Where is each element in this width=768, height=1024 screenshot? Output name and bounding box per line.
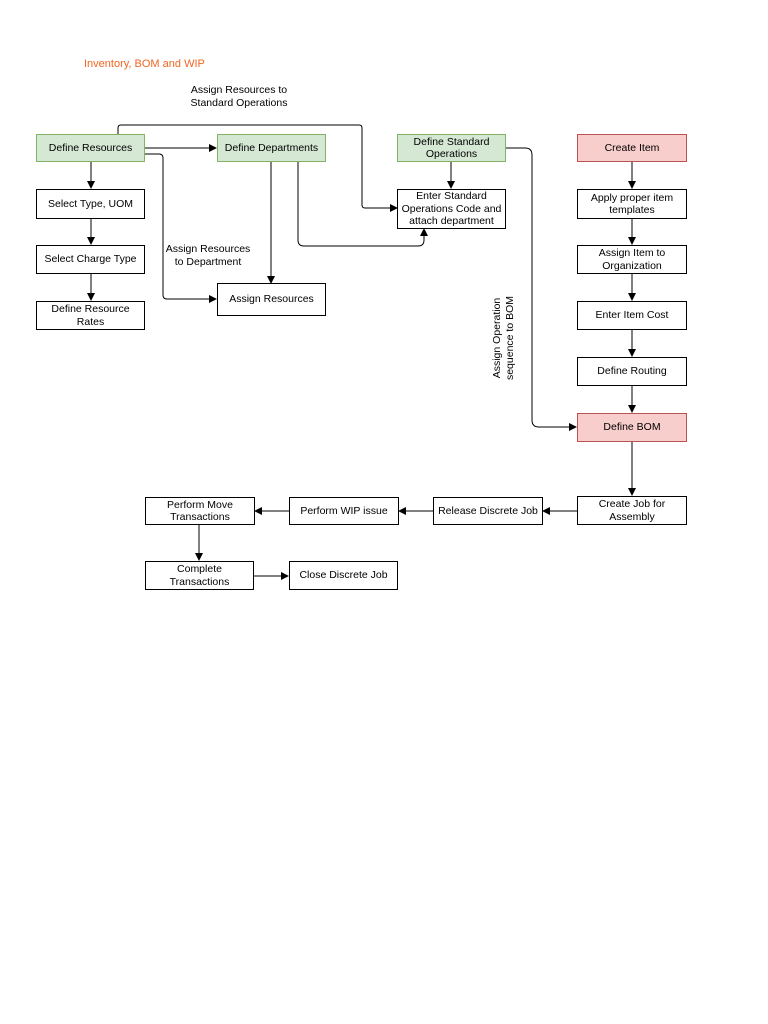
page-title: Inventory, BOM and WIP [84,58,205,70]
node-perform-move[interactable]: Perform Move Transactions [145,497,255,525]
node-select-type-uom[interactable]: Select Type, UOM [36,189,145,219]
node-create-job[interactable]: Create Job for Assembly [577,496,687,525]
node-enter-item-cost[interactable]: Enter Item Cost [577,301,687,330]
node-define-routing[interactable]: Define Routing [577,357,687,386]
node-assign-resources[interactable]: Assign Resources [217,283,326,316]
edge-label-assign-std-ops: Assign Resources to Standard Operations [190,84,288,109]
node-define-resource-rates[interactable]: Define Resource Rates [36,301,145,330]
edge-std-ops-bom [506,147,577,431]
node-select-charge-type[interactable]: Select Charge Type [36,245,145,274]
node-define-departments[interactable]: Define Departments [217,134,326,162]
node-assign-item-org[interactable]: Assign Item to Organization [577,245,687,274]
node-complete-transactions[interactable]: Complete Transactions [145,561,254,590]
node-release-discrete-job[interactable]: Release Discrete Job [433,497,543,525]
edge-departments-enter-std-ops [297,162,428,247]
node-perform-wip-issue[interactable]: Perform WIP issue [289,497,399,525]
node-define-bom[interactable]: Define BOM [577,413,687,442]
edge-resources-enter-std-ops [117,124,398,212]
node-define-standard-operations[interactable]: Define Standard Operations [397,134,506,162]
node-define-resources[interactable]: Define Resources [36,134,145,162]
node-create-item[interactable]: Create Item [577,134,687,162]
node-close-discrete-job[interactable]: Close Discrete Job [289,561,398,590]
node-enter-standard-operations[interactable]: Enter Standard Operations Code and attac… [397,189,506,229]
node-apply-templates[interactable]: Apply proper item templates [577,189,687,219]
edge-resources-assign [145,153,217,303]
edge-label-assign-dept: Assign Resources to Department [165,243,251,268]
